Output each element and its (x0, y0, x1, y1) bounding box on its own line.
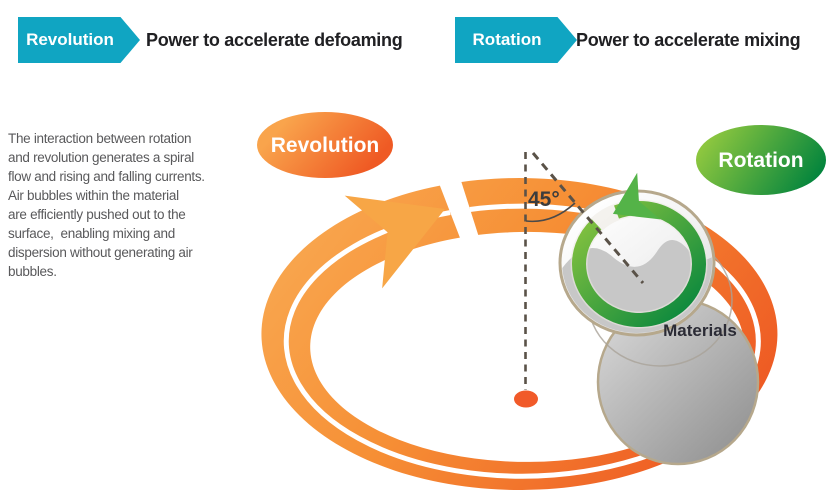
defoaming-headline: Power to accelerate defoaming (146, 30, 403, 50)
materials-container: Materials (558, 172, 760, 466)
materials-label: Materials (663, 321, 737, 340)
description-paragraph: The interaction between rotation and rev… (8, 131, 205, 279)
angle-label: 45° (528, 188, 560, 211)
rotation-badge: Rotation (696, 125, 826, 195)
mixer-diagram: Materials 45° Revolution Rotation (257, 112, 826, 491)
rotation-tag-label: Rotation (472, 30, 542, 49)
mixing-headline: Power to accelerate mixing (576, 30, 801, 50)
rotation-badge-ellipse (696, 125, 826, 195)
pivot-dot (514, 390, 538, 408)
revolution-tag-label: Revolution (26, 30, 114, 49)
revolution-badge: Revolution (257, 112, 393, 178)
rotation-ring (572, 201, 706, 327)
rotation-tag-badge: Rotation (455, 17, 577, 63)
rotation-badge-label: Rotation (718, 149, 803, 172)
angle-arc (525, 202, 576, 223)
tilted-axis-dashed-line (531, 152, 645, 284)
revolution-tag-badge: Revolution (18, 17, 140, 63)
revolution-badge-label: Revolution (271, 134, 380, 157)
revolution-arrowhead-icon (344, 195, 445, 289)
revolution-badge-ellipse (257, 112, 393, 178)
rotation-arrowhead-icon (612, 172, 661, 220)
